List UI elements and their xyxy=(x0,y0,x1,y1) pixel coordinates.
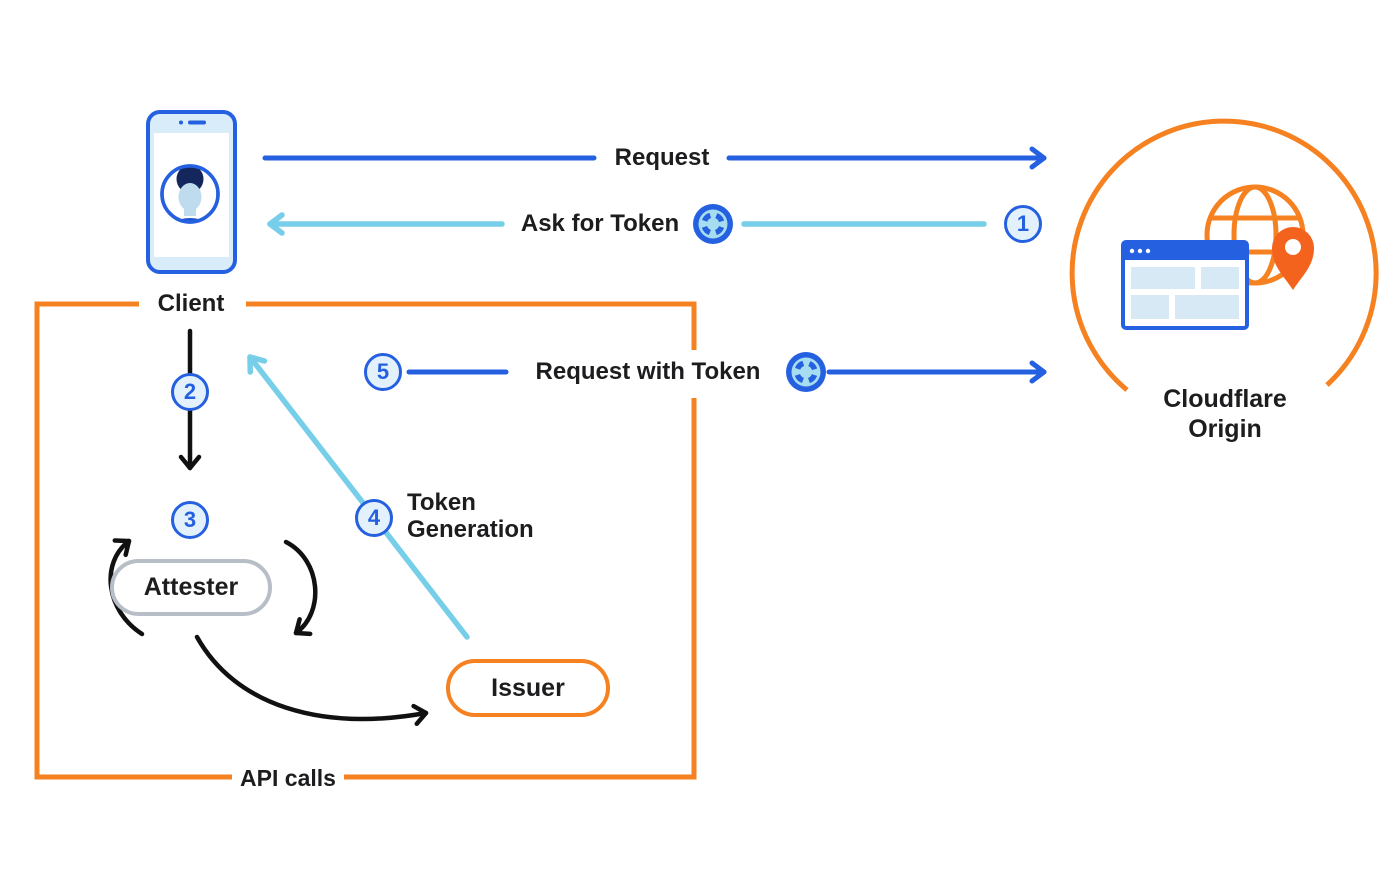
step-badge-1: 1 xyxy=(1004,205,1042,243)
request-label: Request xyxy=(614,144,710,171)
step-badge-4: 4 xyxy=(355,499,393,537)
token-icon xyxy=(786,352,826,392)
attester-to-issuer-arrow xyxy=(194,634,429,727)
user-avatar-icon xyxy=(160,164,220,224)
origin-label: Cloudflare Origin xyxy=(1163,385,1287,443)
token-icon xyxy=(693,204,733,244)
token-generation-label: Token Generation xyxy=(407,489,534,543)
api-calls-label: API calls xyxy=(240,765,336,791)
ask-for-token-label: Ask for Token xyxy=(520,210,680,237)
phone-icon xyxy=(146,110,237,274)
browser-window-icon xyxy=(1121,240,1249,330)
step-badge-5: 5 xyxy=(364,353,402,391)
origin-circle xyxy=(1069,118,1379,392)
api-calls-box xyxy=(34,301,697,780)
location-pin-icon xyxy=(1272,227,1314,290)
attester-node: Attester xyxy=(110,559,272,616)
step-badge-2: 2 xyxy=(171,373,209,411)
step-badge-3: 3 xyxy=(171,501,209,539)
request-with-token-label: Request with Token xyxy=(535,358,761,385)
issuer-node: Issuer xyxy=(446,659,610,717)
client-label: Client xyxy=(157,290,225,317)
token-generation-arrow xyxy=(247,354,470,640)
